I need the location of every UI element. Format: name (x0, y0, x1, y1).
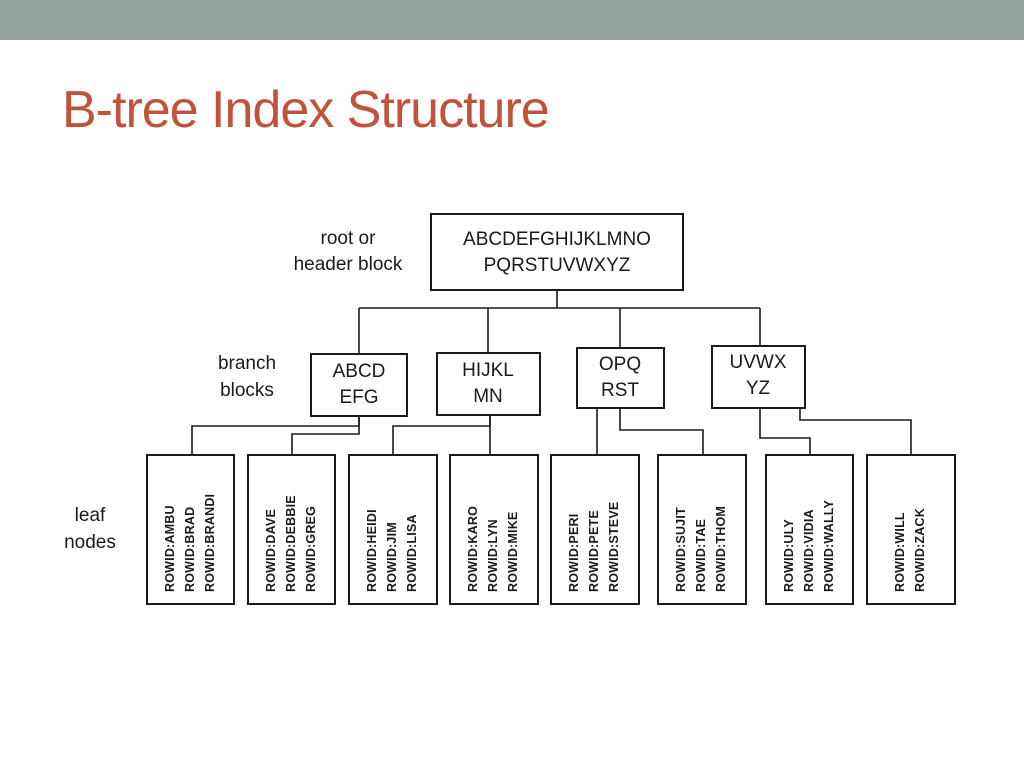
leaf-entry: ROWID:VIDIA (802, 509, 816, 592)
leaf-entry: ROWID:DEBBIE (284, 495, 298, 592)
connector-line-7 (191, 416, 360, 455)
leaf-entry: ROWID:PERI (567, 514, 581, 592)
branch-block-line-2: EFG (339, 387, 378, 408)
root-label-line-1: root or (321, 228, 377, 249)
leaf-entry: ROWID:LYN (486, 519, 500, 592)
branch-block-box (436, 352, 541, 416)
slide-title: B-tree Index Structure (62, 81, 550, 139)
leaf-entry: ROWID:LISA (405, 514, 419, 592)
branch-block-uvwx-yz: UVWX YZ (711, 345, 806, 409)
leaf-node-box (348, 454, 438, 605)
branch-block-line-2: MN (473, 386, 503, 407)
branch-label-line-1: branch (218, 353, 276, 374)
root-block: ABCDEFGHIJKLMNO PQRSTUVWXYZ (430, 213, 684, 291)
connector-line-14 (799, 408, 912, 455)
leaf-entry: ROWID:WALLY (822, 500, 836, 592)
connector-line-8 (291, 416, 360, 455)
leaf-entry: ROWID:ZACK (913, 508, 927, 592)
leaf-node-7: ROWID:ULY ROWID:VIDIA ROWID:WALLY (765, 454, 854, 605)
branch-label-line-2: blocks (220, 380, 274, 401)
root-label-line-2: header block (294, 254, 403, 275)
connector-line-12 (619, 408, 704, 455)
leaf-entry: ROWID:HEIDI (365, 509, 379, 592)
leaf-node-box (449, 454, 539, 605)
branch-block-line-1: OPQ (599, 354, 641, 375)
connector-line-13 (759, 408, 811, 455)
leaf-entry: ROWID:STEVE (607, 502, 621, 592)
branch-block-box (711, 345, 806, 409)
leaf-label-line-1: leaf (75, 505, 106, 526)
leaf-node-box (866, 454, 956, 605)
leaf-entry: ROWID:THOM (714, 506, 728, 592)
leaf-node-box (765, 454, 854, 605)
branch-block-box (576, 347, 665, 409)
root-block-line-1: ABCDEFGHIJKLMNO (463, 229, 651, 250)
leaf-entry: ROWID:GREG (304, 506, 318, 592)
leaf-node-1: ROWID:AMBU ROWID:BRAD ROWID:BRANDI (146, 454, 235, 605)
root-block-box (430, 213, 684, 291)
branch-block-line-1: UVWX (730, 352, 787, 373)
leaf-entry: ROWID:BRAD (183, 507, 197, 592)
leaf-node-4: ROWID:KARO ROWID:LYN ROWID:MIKE (449, 454, 539, 605)
branch-block-line-2: RST (601, 380, 639, 401)
leaf-node-6: ROWID:SUJIT ROWID:TAE ROWID:THOM (657, 454, 747, 605)
leaf-node-box (550, 454, 640, 605)
leaf-node-3: ROWID:HEIDI ROWID:JIM ROWID:LISA (348, 454, 438, 605)
leaf-entry: ROWID:DAVE (264, 509, 278, 592)
leaf-entry: ROWID:JIM (385, 522, 399, 592)
branch-block-line-2: YZ (746, 378, 771, 399)
root-block-line-2: PQRSTUVWXYZ (484, 255, 631, 276)
connector-lines (191, 290, 912, 455)
branch-block-hijkl-mn: HIJKL MN (436, 352, 541, 416)
leaf-entry: ROWID:ULY (782, 519, 796, 592)
leaf-entry: ROWID:SUJIT (674, 507, 688, 592)
leaf-entry: ROWID:PETE (587, 510, 601, 592)
leaf-node-2: ROWID:DAVE ROWID:DEBBIE ROWID:GREG (247, 454, 336, 605)
leaf-entry: ROWID:MIKE (506, 512, 520, 592)
leaf-entry: ROWID:BRANDI (203, 494, 217, 592)
leaf-entry: ROWID:TAE (694, 519, 708, 592)
top-accent-bar (0, 0, 1024, 40)
leaf-node-box (247, 454, 336, 605)
branch-block-box (310, 353, 408, 417)
leaf-entry: ROWID:WILL (893, 512, 907, 592)
leaf-node-5: ROWID:PERI ROWID:PETE ROWID:STEVE (550, 454, 640, 605)
leaf-node-box (657, 454, 747, 605)
branch-block-line-1: HIJKL (462, 360, 514, 381)
leaf-node-8: ROWID:WILL ROWID:ZACK (866, 454, 956, 605)
leaf-entry: ROWID:AMBU (163, 505, 177, 592)
branch-block-line-1: ABCD (333, 361, 386, 382)
leaf-label-line-2: nodes (64, 532, 116, 553)
leaf-node-box (146, 454, 235, 605)
branch-block-opq-rst: OPQ RST (576, 347, 665, 409)
connector-line-9 (392, 415, 491, 455)
leaf-entry: ROWID:KARO (466, 506, 480, 592)
branch-block-abcd-efg: ABCD EFG (310, 353, 408, 417)
